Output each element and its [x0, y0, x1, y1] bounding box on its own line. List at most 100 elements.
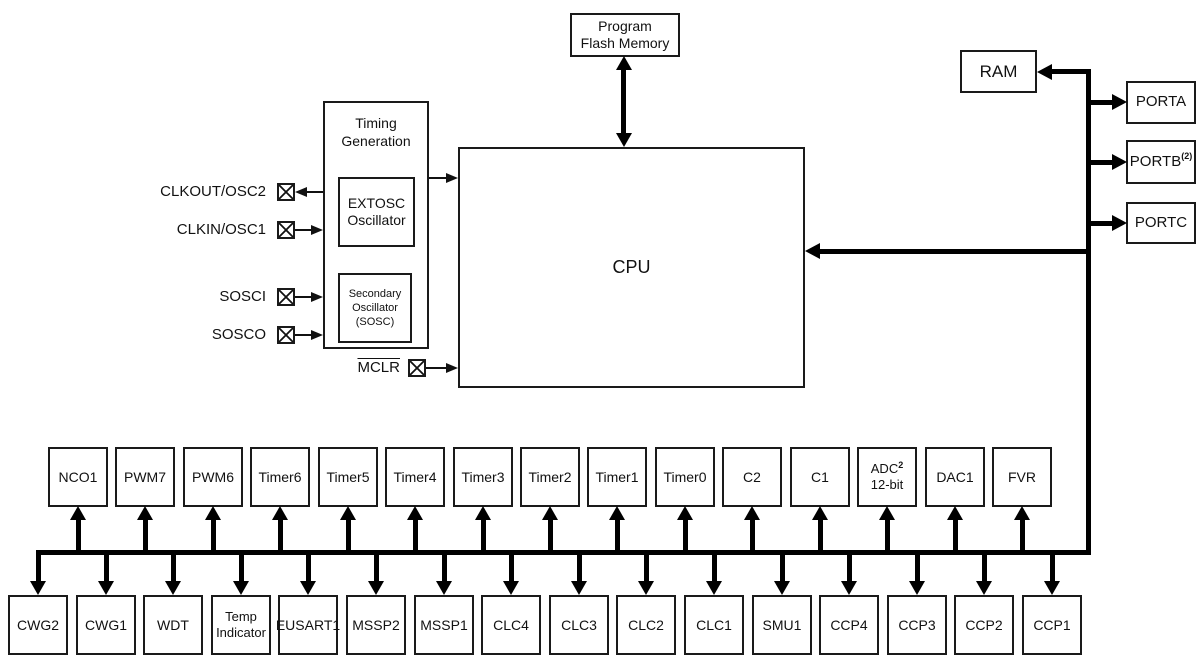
peripheral-fvr-box: FVR	[992, 447, 1052, 507]
peripheral-pwm6-box: PWM6	[183, 447, 243, 507]
timing-generation-label: Timing Generation	[341, 115, 411, 149]
sosco-label: SOSCO	[211, 326, 266, 343]
peripheral-ccp4-box: CCP4	[819, 595, 879, 655]
bus-arrow-up-icon	[475, 506, 491, 520]
peripheral-cwg1-box: CWG1	[76, 595, 136, 655]
porta-box: PORTA	[1126, 81, 1196, 124]
bus-arrow-line	[104, 555, 109, 583]
bus-arrow-line	[548, 519, 553, 550]
peripheral-ccp1-box: CCP1	[1022, 595, 1082, 655]
peripheral-timer1-box: Timer1	[587, 447, 647, 507]
bus-arrow-down-icon	[976, 581, 992, 595]
bus-arrow-down-icon	[368, 581, 384, 595]
porta-arrow-icon	[1112, 94, 1127, 110]
bus-arrow-line	[413, 519, 418, 550]
bus-arrow-line	[953, 519, 958, 550]
bus-arrow-line	[76, 519, 81, 550]
portb-box: PORTB(2)	[1126, 140, 1196, 184]
bus-arrow-up-icon	[137, 506, 153, 520]
portc-box: PORTC	[1126, 202, 1196, 244]
bus-arrow-up-icon	[1014, 506, 1030, 520]
bus-arrow-line	[915, 555, 920, 583]
peripheral-ccp2-box: CCP2	[954, 595, 1014, 655]
bus-arrow-line	[509, 555, 514, 583]
bus-arrow-line	[750, 519, 755, 550]
bus-arrow-line	[1020, 519, 1025, 550]
peripheral-timer6-box: Timer6	[250, 447, 310, 507]
bus-arrow-down-icon	[30, 581, 46, 595]
ram-arrow-line	[1050, 69, 1086, 74]
portb-arrow-line	[1091, 160, 1113, 165]
peripheral-mssp1-box: MSSP1	[414, 595, 474, 655]
bus-arrow-line	[143, 519, 148, 550]
mclr-pin-icon	[408, 359, 426, 377]
peripheral-mssp2-box: MSSP2	[346, 595, 406, 655]
flash-arrow-down-icon	[616, 133, 632, 147]
sosco-arrow-line	[295, 334, 312, 336]
bus-arrow-down-icon	[571, 581, 587, 595]
ram-arrow-icon	[1037, 64, 1052, 80]
bus-arrow-down-icon	[165, 581, 181, 595]
bus-arrow-down-icon	[706, 581, 722, 595]
sosci-arrow-icon	[311, 292, 323, 302]
bus-arrow-down-icon	[503, 581, 519, 595]
bus-arrow-line	[847, 555, 852, 583]
mclr-arrow-line	[426, 367, 447, 369]
peripheral-cwg2-box: CWG2	[8, 595, 68, 655]
peripheral-c1-box: C1	[790, 447, 850, 507]
peripheral-wdt-box: WDT	[143, 595, 203, 655]
bus-arrow-up-icon	[609, 506, 625, 520]
bus-arrow-up-icon	[812, 506, 828, 520]
flash-cpu-arrow-line	[621, 69, 626, 135]
peripheral-pwm7-box: PWM7	[115, 447, 175, 507]
bus-arrow-line	[36, 555, 41, 583]
sosci-pin-icon	[277, 288, 295, 306]
tg-cpu-arrow-icon	[446, 173, 458, 183]
bus-arrow-line	[644, 555, 649, 583]
bus-arrow-line	[683, 519, 688, 550]
peripheral-clc4-box: CLC4	[481, 595, 541, 655]
cpu-arrow-icon	[805, 243, 820, 259]
bus-arrow-down-icon	[436, 581, 452, 595]
bus-arrow-line	[577, 555, 582, 583]
bus-arrow-line	[1050, 555, 1055, 583]
bus-arrow-up-icon	[272, 506, 288, 520]
horizontal-bus-line	[36, 550, 1091, 555]
bus-arrow-down-icon	[1044, 581, 1060, 595]
bus-arrow-up-icon	[744, 506, 760, 520]
bus-arrow-line	[346, 519, 351, 550]
sosco-arrow-icon	[311, 330, 323, 340]
bus-arrow-up-icon	[340, 506, 356, 520]
flash-arrow-up-icon	[616, 56, 632, 70]
bus-arrow-line	[374, 555, 379, 583]
portb-arrow-icon	[1112, 154, 1127, 170]
vertical-bus-line	[1086, 69, 1091, 555]
mclr-label: MCLR	[357, 359, 400, 376]
clkout-osc2-pin-icon	[277, 183, 295, 201]
peripheral-clc3-box: CLC3	[549, 595, 609, 655]
bus-arrow-line	[780, 555, 785, 583]
peripheral-timer4-box: Timer4	[385, 447, 445, 507]
peripheral-clc1-box: CLC1	[684, 595, 744, 655]
bus-arrow-line	[712, 555, 717, 583]
sosco-pin-icon	[277, 326, 295, 344]
secondary-oscillator-box: Secondary Oscillator (SOSC)	[338, 273, 412, 343]
mclr-arrow-icon	[446, 363, 458, 373]
peripheral-dac1-box: DAC1	[925, 447, 985, 507]
bus-arrow-down-icon	[841, 581, 857, 595]
peripheral-c2-box: C2	[722, 447, 782, 507]
portb-superscript: (2)	[1181, 151, 1193, 162]
bus-arrow-line	[481, 519, 486, 550]
peripheral-nco1-box: NCO1	[48, 447, 108, 507]
bus-arrow-line	[278, 519, 283, 550]
bus-arrow-down-icon	[98, 581, 114, 595]
sosci-label: SOSCI	[219, 288, 266, 305]
bus-arrow-up-icon	[879, 506, 895, 520]
sosci-arrow-line	[295, 296, 312, 298]
peripheral-timer5-box: Timer5	[318, 447, 378, 507]
porta-arrow-line	[1091, 100, 1113, 105]
bus-arrow-line	[306, 555, 311, 583]
peripheral-timer0-box: Timer0	[655, 447, 715, 507]
